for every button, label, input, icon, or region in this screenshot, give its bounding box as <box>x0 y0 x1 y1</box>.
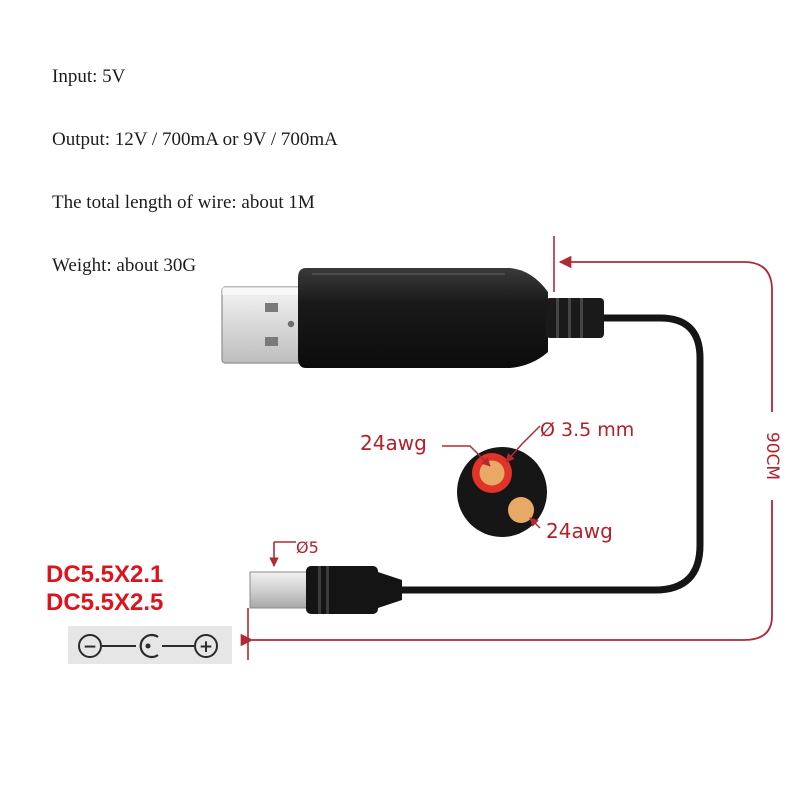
usb-a-connector <box>221 286 309 364</box>
strain-relief <box>546 298 604 338</box>
wire-cross-section <box>457 447 547 537</box>
spec-wire-length: The total length of wire: about 1M <box>52 192 315 213</box>
cable-diameter-label: Ø 3.5 mm <box>540 419 634 441</box>
spec-output: Output: 12V / 700mA or 9V / 700mA <box>52 129 338 150</box>
plus-icon: + <box>199 637 213 657</box>
tip-diameter-label: Ø5 <box>296 538 319 557</box>
dc-plug <box>249 566 402 614</box>
cable-wire <box>394 314 704 594</box>
polarity-diagram <box>68 626 232 664</box>
wire-gauge-top-label: 24awg <box>360 431 427 455</box>
wire-gauge-bottom-label: 24awg <box>546 519 613 543</box>
spec-weight: Weight: about 30G <box>52 255 197 276</box>
tip-diameter-marker <box>269 541 296 567</box>
plug-size-1: DC5.5X2.1 <box>46 561 163 588</box>
spec-input: Input: 5V <box>52 66 126 87</box>
minus-icon: − <box>83 637 97 657</box>
usb-converter-body <box>298 268 548 368</box>
cable-length-label: 90CM <box>762 432 782 480</box>
plug-size-2: DC5.5X2.5 <box>46 589 163 616</box>
length-dimension <box>240 236 773 660</box>
